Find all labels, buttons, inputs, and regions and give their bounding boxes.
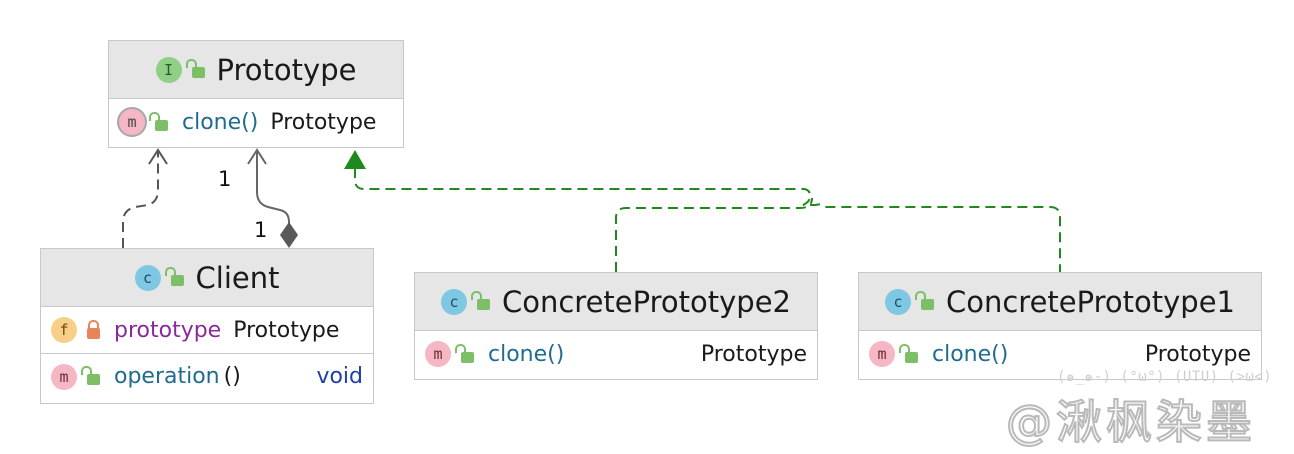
concrete-prototype2-header: c ConcretePrototype2 <box>415 273 817 331</box>
concrete-prototype2-title: ConcretePrototype2 <box>501 284 791 319</box>
association-arrowhead <box>247 148 267 165</box>
client-header: c Client <box>41 249 373 307</box>
concrete-prototype2-node[interactable]: c ConcretePrototype2 m clone() Prototype <box>414 272 818 380</box>
client-title: Client <box>195 260 280 295</box>
method-icon: m <box>119 109 145 135</box>
multiplicity-label-source: 1 <box>254 218 268 242</box>
class-icon: c <box>884 288 911 315</box>
prototype-method-row[interactable]: m clone() Prototype <box>109 99 403 145</box>
concrete-prototype1-method-row[interactable]: m clone() Prototype <box>859 331 1261 377</box>
concrete-prototype1-node[interactable]: c ConcretePrototype1 m clone() Prototype <box>858 272 1262 380</box>
concrete-prototype1-header: c ConcretePrototype1 <box>859 273 1261 331</box>
dependency-edge-client-prototype <box>122 150 159 248</box>
prototype-title: Prototype <box>216 52 357 87</box>
association-edge-client-prototype <box>256 150 290 226</box>
prototype-interface-node[interactable]: I Prototype m clone() Prototype <box>108 40 404 148</box>
multiplicity-label-target: 1 <box>218 167 232 191</box>
prototype-header: I Prototype <box>109 41 403 99</box>
method-icon: m <box>869 341 895 367</box>
method-return-type: Prototype <box>1144 341 1251 367</box>
closed-lock-icon <box>87 319 100 339</box>
client-field-row[interactable]: f prototype Prototype <box>41 307 373 353</box>
composition-diamond <box>280 222 298 248</box>
method-name: clone() <box>182 109 259 135</box>
field-icon: f <box>51 317 77 343</box>
method-name: operation <box>114 364 220 389</box>
client-method-row[interactable]: m operation () void <box>41 353 373 399</box>
concrete-prototype2-method-row[interactable]: m clone() Prototype <box>415 331 817 377</box>
watermark-emoticons: (๑_๑-) (°ω°) (UTU) (>ω<) <box>1057 369 1273 385</box>
method-return-type: Prototype <box>270 109 377 135</box>
method-return-type: Prototype <box>700 341 807 367</box>
concrete-prototype1-title: ConcretePrototype1 <box>945 284 1235 319</box>
method-name: clone() <box>488 341 565 367</box>
field-type: Prototype <box>233 317 340 343</box>
realization-edge-trunk <box>354 168 1061 272</box>
open-lock-icon <box>164 267 184 286</box>
class-icon: c <box>134 264 161 291</box>
open-lock-icon <box>899 343 918 363</box>
open-lock-icon <box>470 291 490 310</box>
realization-arrowhead <box>344 150 366 169</box>
field-name: prototype <box>114 317 222 343</box>
open-lock-icon <box>455 343 474 363</box>
open-lock-icon <box>81 366 100 385</box>
watermark-signature: @湫枫染墨 <box>1005 394 1256 450</box>
method-icon: m <box>425 341 451 367</box>
realization-edge-concrete2 <box>615 197 813 272</box>
dependency-arrowhead <box>148 148 168 165</box>
client-class-node[interactable]: c Client f prototype Prototype m operati… <box>40 248 374 404</box>
method-name: clone() <box>932 341 1009 367</box>
open-lock-icon <box>149 111 168 131</box>
method-icon: m <box>51 363 77 390</box>
class-icon: c <box>440 288 467 315</box>
interface-icon: I <box>155 56 182 83</box>
method-return-type: void <box>316 364 363 389</box>
open-lock-icon <box>185 59 205 78</box>
open-lock-icon <box>914 291 934 310</box>
method-params: () <box>223 364 241 389</box>
